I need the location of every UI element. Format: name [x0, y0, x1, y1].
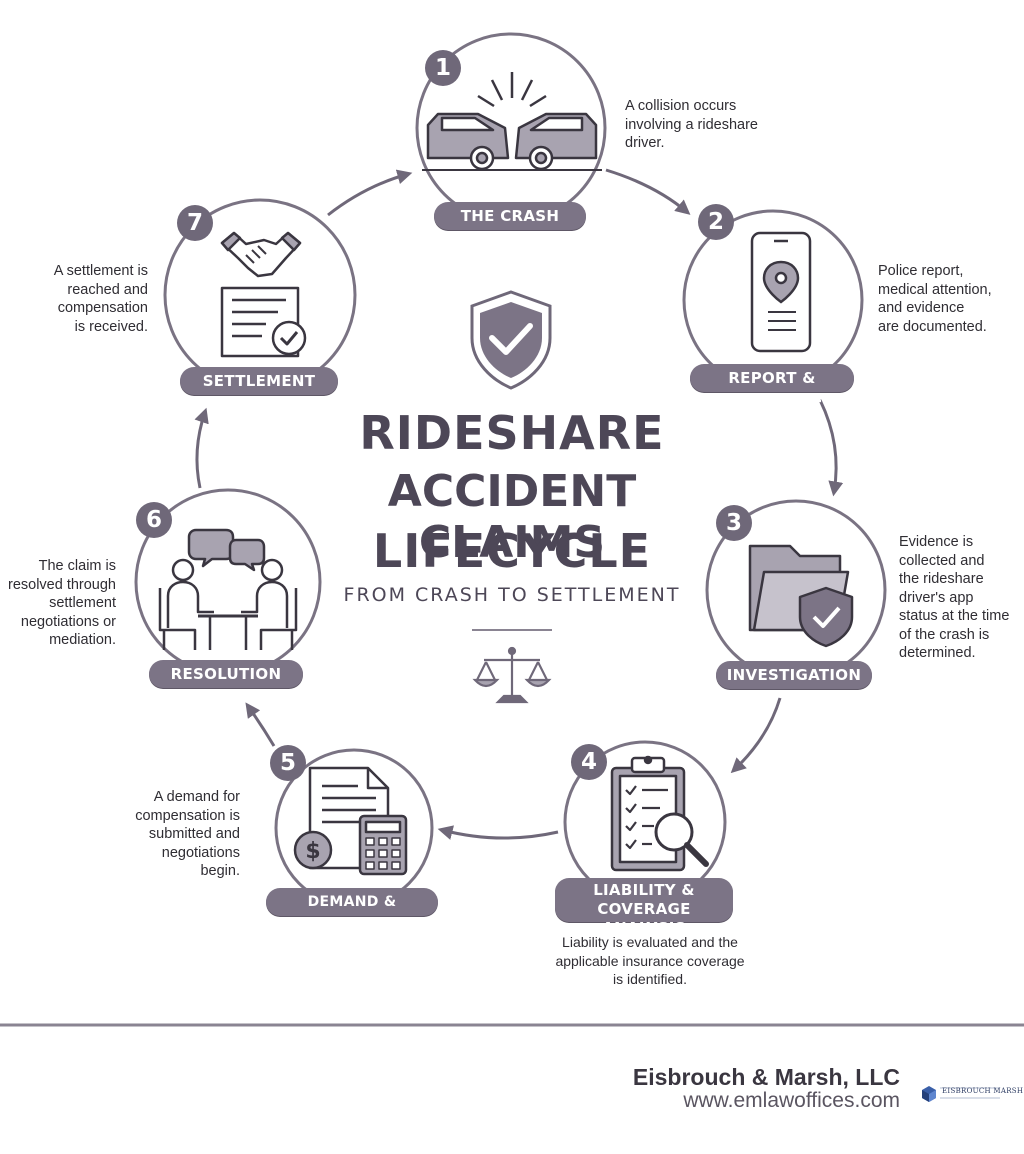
step-5-number: 5	[270, 745, 306, 781]
step-7-label: SETTLEMENT	[180, 367, 338, 395]
car-crash-icon	[422, 72, 602, 171]
calculator-document-icon: $	[293, 766, 408, 876]
cycle-arrows	[194, 168, 844, 840]
svg-text:$: $	[305, 839, 320, 864]
step-6-number: 6	[136, 502, 172, 538]
step-5-label: DEMAND & NEGOTIATION	[266, 888, 438, 938]
meeting-conversation-icon	[158, 528, 298, 650]
step-1-number: 1	[425, 50, 461, 86]
step-4-number: 4	[571, 744, 607, 780]
firm-name: Eisbrouch & Marsh, LLC	[632, 1064, 900, 1090]
step-4-description: Liability is evaluated and the applicabl…	[555, 934, 745, 987]
folder-shield-icon	[748, 544, 854, 648]
handshake-contract-icon	[220, 231, 307, 358]
arrow-3-to-4	[730, 697, 782, 774]
step-2-label: REPORT & DOCUMENT	[690, 364, 854, 415]
step-6-description: The claim is resolved through settlement…	[7, 558, 116, 648]
step-3-label: INVESTIGATION	[716, 661, 872, 689]
arrow-7-to-1	[327, 169, 413, 217]
step-3-description: Evidence is collected and the rideshare …	[899, 534, 1010, 661]
step-1-description: A collision occurs involving a rideshare…	[625, 98, 758, 151]
arrow-6-to-7	[194, 407, 209, 489]
title-line-2: ACCIDENT CLAIMS	[387, 466, 637, 568]
step-7-number: 7	[177, 205, 213, 241]
firm-website[interactable]: www.emlawoffices.com	[683, 1089, 900, 1112]
clipboard-magnifier-icon	[610, 755, 709, 872]
firm-logo-text: EISBROUCH MARSH	[942, 1087, 1024, 1095]
step-2-description: Police report, medical attention, and ev…	[878, 263, 992, 335]
shield-check-icon	[470, 290, 552, 390]
scales-of-justice-icon	[472, 646, 552, 704]
step-6-label: RESOLUTION	[149, 660, 303, 688]
subtitle: FROM CRASH TO SETTLEMENT	[343, 584, 681, 606]
step-5-description: A demand for compensation is submitted a…	[135, 789, 240, 879]
title-line-1: RIDESHARE	[359, 406, 665, 460]
step-3-number: 3	[716, 505, 752, 541]
arrow-4-to-5	[437, 825, 559, 840]
step-7-description: A settlement is reached and compensation…	[53, 263, 148, 335]
arrow-5-to-6	[245, 702, 276, 747]
step-4-label: LIABILITY & COVERAGE ANALYSIS	[555, 878, 733, 937]
arrow-2-to-3	[818, 399, 844, 497]
arrow-1-to-2	[605, 168, 691, 215]
step-1-label: THE CRASH	[434, 202, 586, 230]
phone-location-icon	[750, 231, 812, 353]
firm-logo-icon	[922, 1086, 1000, 1102]
title-line-3: LIFECYCLE	[372, 524, 652, 578]
step-2-number: 2	[698, 204, 734, 240]
